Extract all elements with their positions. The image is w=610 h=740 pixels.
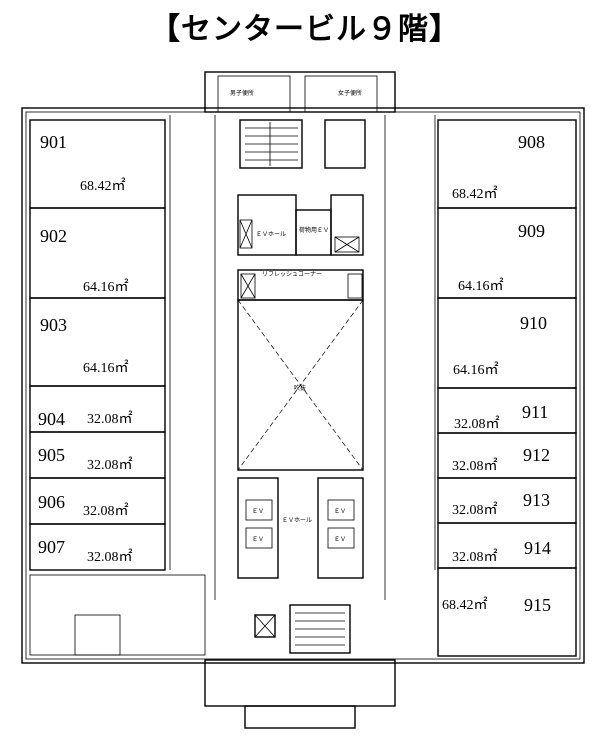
room-area: 32.08㎡ xyxy=(87,411,133,427)
room-number: 906 xyxy=(38,492,65,512)
ev-hall-small-label: ＥＶホール xyxy=(256,231,286,238)
room-number: 908 xyxy=(518,132,545,152)
room-area: 68.42㎡ xyxy=(80,178,126,194)
room-number: 903 xyxy=(40,315,67,335)
room-number: 905 xyxy=(38,445,65,465)
core xyxy=(217,75,378,654)
room-area: 64.16㎡ xyxy=(458,278,504,294)
room-number: 907 xyxy=(38,537,65,557)
room-area: 64.16㎡ xyxy=(83,360,129,376)
room-area: 32.08㎡ xyxy=(83,503,129,519)
room-area: 32.08㎡ xyxy=(452,502,498,518)
building-outline xyxy=(21,71,585,729)
womens-toilet-label: 女子便所 xyxy=(338,89,362,97)
page-title: 【センタービル９階】 xyxy=(150,12,460,47)
room-area: 64.16㎡ xyxy=(83,279,129,295)
ev-hall-label: ＥＶホール xyxy=(282,517,312,524)
room-number: 915 xyxy=(524,595,551,615)
room-number: 910 xyxy=(520,313,547,333)
room-number: 904 xyxy=(38,409,65,429)
room-number: 913 xyxy=(523,490,550,510)
void-label: 吹抜 xyxy=(294,384,306,392)
room-area: 64.16㎡ xyxy=(453,362,499,378)
room-area: 32.08㎡ xyxy=(454,416,500,432)
room-number: 901 xyxy=(40,132,67,152)
top-stair xyxy=(245,122,298,166)
left-rooms xyxy=(29,119,206,656)
room-area: 32.08㎡ xyxy=(87,457,133,473)
bottom-stair xyxy=(289,604,351,654)
ev-label: ＥＶ xyxy=(252,536,264,543)
room-area: 32.08㎡ xyxy=(87,549,133,565)
mens-toilet-label: 男子便所 xyxy=(230,89,254,97)
room-area: 32.08㎡ xyxy=(452,549,498,565)
room-number: 911 xyxy=(522,402,548,422)
room-number: 914 xyxy=(524,538,551,558)
room-area: 68.42㎡ xyxy=(452,186,498,202)
room-area: 68.42㎡ xyxy=(442,597,488,613)
refresh-corner-label: リフレッシュコーナー xyxy=(262,271,322,278)
room-number: 909 xyxy=(518,221,545,241)
room-number: 912 xyxy=(523,445,550,465)
ev-label: ＥＶ xyxy=(334,536,346,543)
ev-label: ＥＶ xyxy=(334,508,346,515)
freight-ev-label: 荷物用ＥＶ xyxy=(299,226,329,234)
room-area: 32.08㎡ xyxy=(452,458,498,474)
room-number: 902 xyxy=(40,226,67,246)
right-rooms xyxy=(437,119,577,657)
ev-label: ＥＶ xyxy=(252,508,264,515)
